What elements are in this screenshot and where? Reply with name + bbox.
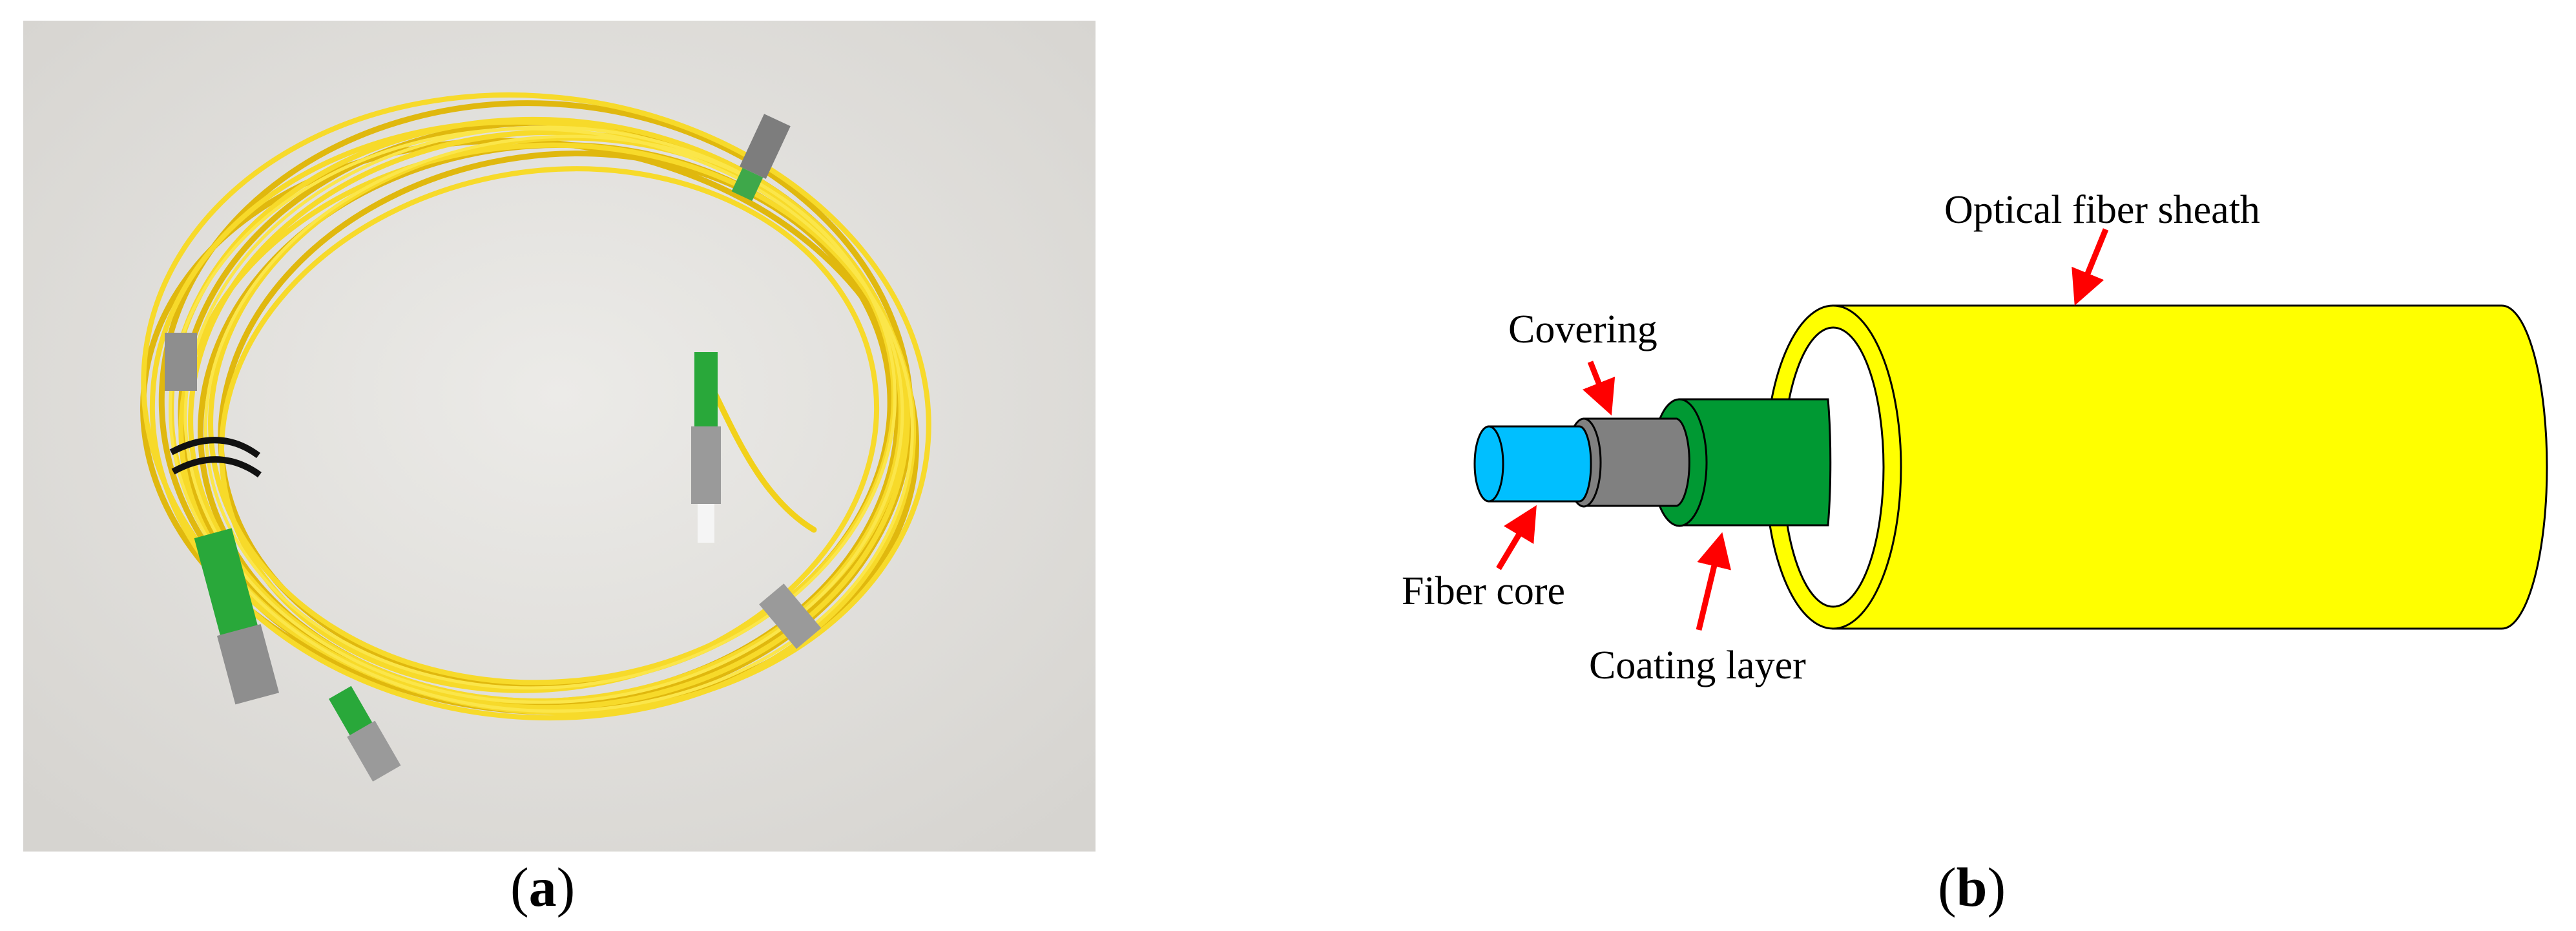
caption-a-close: ) <box>556 856 576 918</box>
connector-center <box>691 352 721 543</box>
photo-panel-a <box>23 21 1096 852</box>
label-coating: Coating layer <box>1589 643 1806 687</box>
label-covering: Covering <box>1508 308 1657 351</box>
connector-left-top <box>165 333 197 391</box>
caption-a: (a) <box>510 859 575 915</box>
caption-b-letter: b <box>1956 856 1988 918</box>
cable-tie <box>169 437 262 478</box>
caption-b: (b) <box>1938 859 2006 915</box>
connector-top-right <box>731 114 791 201</box>
coiled-cable <box>140 92 931 721</box>
core-end <box>1473 425 1504 503</box>
arrow-sheath <box>2072 228 2109 306</box>
sheath-body <box>1832 304 2548 630</box>
core-body <box>1488 425 1592 503</box>
caption-b-open: ( <box>1938 856 1957 918</box>
label-sheath: Optical fiber sheath <box>1944 188 2260 232</box>
arrow-covering <box>1582 361 1615 416</box>
caption-a-letter: a <box>528 856 557 918</box>
caption-b-close: ) <box>1987 856 2006 918</box>
label-core: Fiber core <box>1402 569 1565 613</box>
pointer-arrows <box>1496 228 2109 631</box>
arrow-core <box>1496 505 1537 570</box>
coating-body <box>1678 398 1832 527</box>
covering-body <box>1583 417 1690 507</box>
arrow-coating <box>1696 532 1731 631</box>
caption-a-open: ( <box>510 856 529 918</box>
fiber-structure-diagram <box>1473 304 2548 630</box>
connector-bottom <box>329 685 401 782</box>
connector-right <box>759 583 822 649</box>
connector-left-bottom <box>194 528 280 705</box>
